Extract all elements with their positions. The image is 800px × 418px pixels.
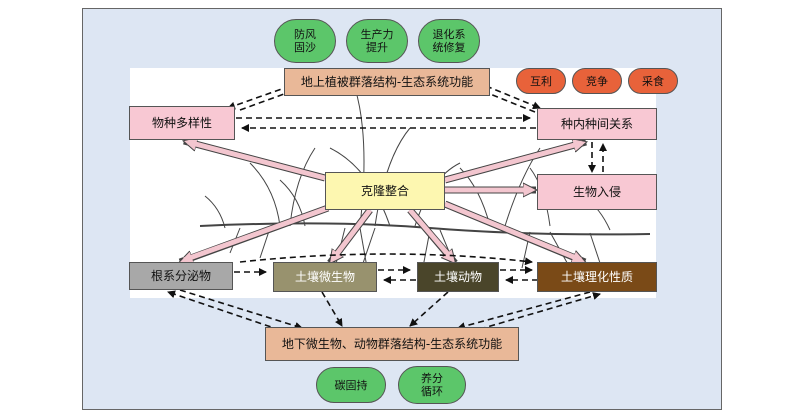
oval-nutrient-cycling: 养分 循环 — [398, 366, 466, 404]
oval-productivity-label: 生产力 提升 — [360, 28, 394, 54]
soil-animals-box: 土壤动物 — [417, 262, 499, 292]
oval-carbon-sequestration: 碳固持 — [316, 367, 386, 403]
belowground-function-label: 地下微生物、动物群落结构-生态系统功能 — [281, 337, 503, 351]
soil-microbes-box: 土壤微生物 — [273, 262, 377, 292]
dash-microbes-to-bottom — [321, 291, 343, 327]
intraspecific-box: 种内种间关系 — [537, 108, 657, 140]
aboveground-function-box: 地上植被群落结构-生态系统功能 — [284, 68, 490, 96]
oval-competition: 竞争 — [572, 68, 622, 94]
species-diversity-label: 物种多样性 — [151, 116, 212, 130]
dash-bottom-to-physchem — [469, 292, 601, 333]
dash-root-to-physchem — [239, 253, 533, 266]
root-exudates-box: 根系分泌物 — [129, 262, 233, 290]
oval-restoration-label: 退化系 统修复 — [432, 28, 466, 54]
dash-animals-to-bottom — [409, 291, 449, 327]
soil-microbes-label: 土壤微生物 — [294, 270, 355, 284]
clonal-integration-box: 克隆整合 — [325, 172, 445, 210]
dash-bottom-to-root — [167, 290, 281, 331]
soil-physchem-box: 土壤理化性质 — [537, 262, 657, 292]
oval-restoration: 退化系 统修复 — [418, 19, 480, 63]
oval-competition-label: 竞争 — [586, 74, 608, 88]
oval-nutrient-label: 养分 循环 — [421, 372, 443, 398]
oval-grazing-label: 采食 — [642, 74, 664, 88]
intraspecific-label: 种内种间关系 — [560, 117, 633, 131]
species-diversity-box: 物种多样性 — [129, 106, 235, 140]
oval-mutualism: 互利 — [516, 68, 566, 94]
root-exudates-label: 根系分泌物 — [150, 269, 211, 283]
clonal-integration-label: 克隆整合 — [360, 184, 409, 198]
aboveground-function-label: 地上植被群落结构-生态系统功能 — [300, 75, 474, 89]
dash-root-to-bottom — [179, 289, 303, 330]
oval-windbreak: 防风 固沙 — [274, 19, 336, 63]
oval-grazing: 采食 — [628, 68, 678, 94]
oval-productivity: 生产力 提升 — [346, 19, 408, 63]
soil-animals-label: 土壤动物 — [433, 270, 482, 284]
biological-invasion-box: 生物入侵 — [537, 174, 657, 210]
oval-windbreak-label: 防风 固沙 — [294, 28, 316, 54]
dash-physchem-to-bottom — [457, 291, 591, 331]
oval-mutualism-label: 互利 — [530, 74, 552, 88]
dash-top-to-diversity — [227, 85, 291, 110]
soil-physchem-label: 土壤理化性质 — [560, 270, 633, 284]
belowground-function-box: 地下微生物、动物群落结构-生态系统功能 — [265, 327, 519, 361]
oval-carbon-label: 碳固持 — [334, 378, 368, 392]
biological-invasion-label: 生物入侵 — [572, 185, 621, 199]
